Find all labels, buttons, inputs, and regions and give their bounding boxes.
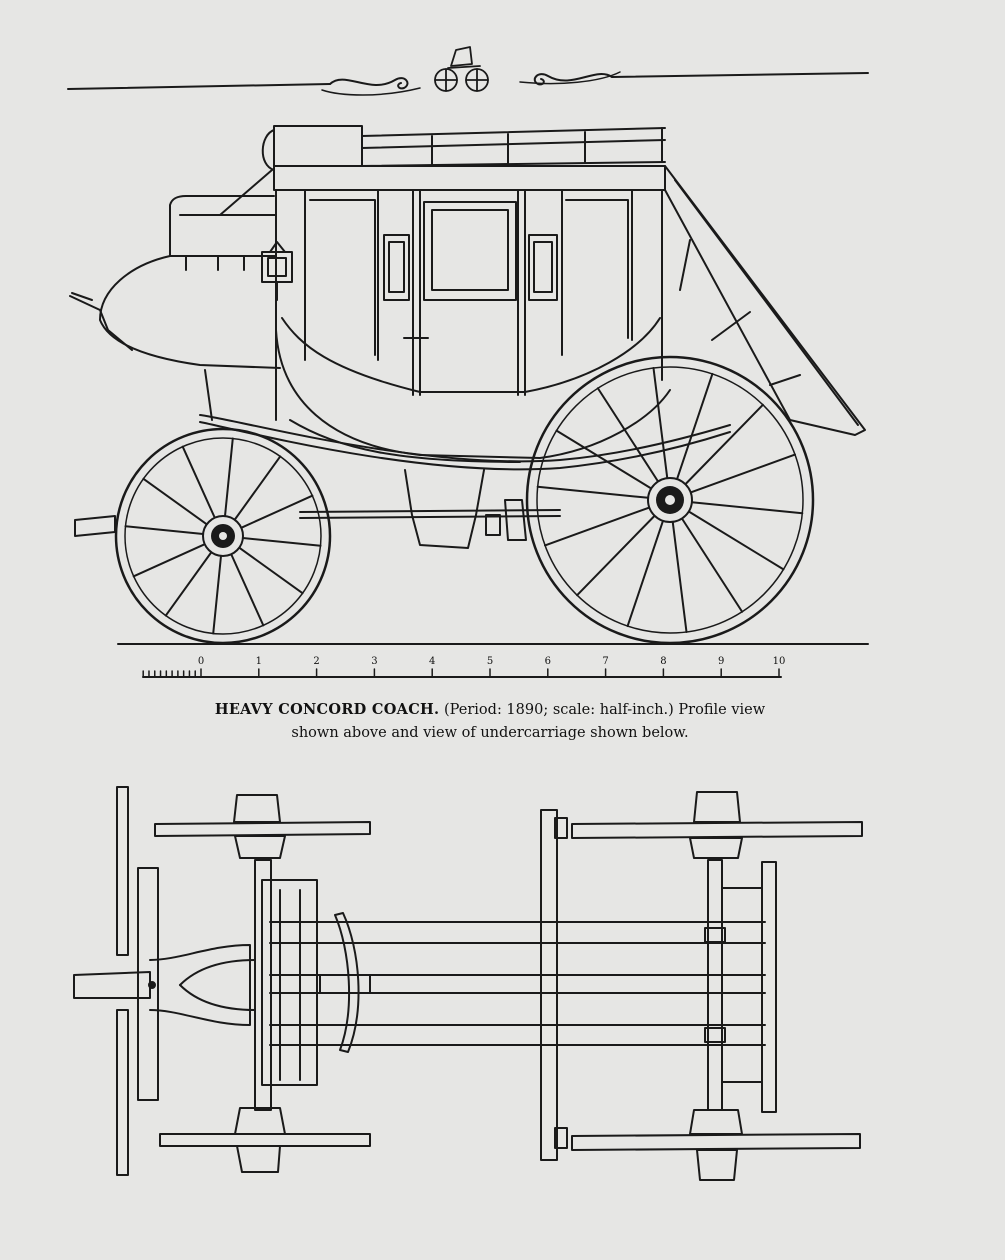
chassis [74,369,731,549]
wheel-spoke [536,485,650,499]
front-boot [69,255,281,369]
scale-bar: 0 1 2 3 4 5 6 7 8 9 10 [142,656,786,678]
wheel-spoke [671,520,688,633]
profile-view: 0 1 2 3 4 5 6 7 8 9 10 [69,125,869,678]
wheel-spoke [544,506,651,547]
roof-rack [261,125,666,191]
scale-label: 1 [256,656,262,667]
scale-label: 6 [545,656,551,667]
carriage-emblem-icon [434,46,489,92]
singletree-bottom [116,1009,129,1176]
wheel-spoke [676,372,714,481]
wheel-spoke [212,554,223,635]
wheel-spoke [233,455,282,521]
wheel-spoke [652,367,669,480]
wheel-spoke [576,514,656,597]
scale-label: 7 [602,656,608,667]
rear-boot [664,165,866,436]
wheel-spoke [124,525,205,536]
caption-line-2: shown above and view of undercarriage sh… [291,725,689,741]
wheel-spoke [223,437,234,518]
pole [73,971,151,999]
undercarriage-view [73,786,863,1181]
scale-label: 2 [313,656,319,667]
wheel-spoke [626,519,664,628]
wheel-spoke [689,453,796,494]
scale-label: 0 [198,656,204,667]
front-wheel [114,427,332,645]
scale-label: 5 [487,656,493,667]
wheel-spoke [690,501,804,515]
wheel-spoke [132,543,206,578]
wheel-spoke [684,403,764,486]
scale-label: 8 [660,656,666,667]
wheel-spoke [240,494,314,529]
scale-label: 9 [718,656,724,667]
evener-bar [137,867,159,1101]
wheel-spoke [230,553,265,627]
singletree-top [116,786,129,956]
scale-label: 3 [371,656,377,667]
caption-details: (Period: 1890; scale: half-inch.) Profil… [439,702,766,718]
wheel-spoke [555,429,653,490]
header-ornament [67,71,869,96]
wheel-spoke [181,445,216,519]
wheel-spoke [238,546,304,595]
coach-body [275,189,671,463]
wheel-spoke [687,510,785,571]
rear-wheel [525,355,815,645]
wheel-spoke [142,477,208,526]
wheel-spoke [596,387,660,483]
caption: HEAVY CONCORD COACH. (Period: 1890; scal… [120,698,860,745]
scale-label: 10 [773,656,786,667]
wheel-spoke [241,536,322,547]
wheel-spoke [164,551,213,617]
scale-label: 4 [429,656,435,667]
caption-line-1: HEAVY CONCORD COACH. (Period: 1890; scal… [120,698,860,722]
caption-title: HEAVY CONCORD COACH. [214,701,440,718]
driver-seat [169,169,277,271]
wheel-spoke [680,517,744,613]
lamp-icon [261,241,293,301]
